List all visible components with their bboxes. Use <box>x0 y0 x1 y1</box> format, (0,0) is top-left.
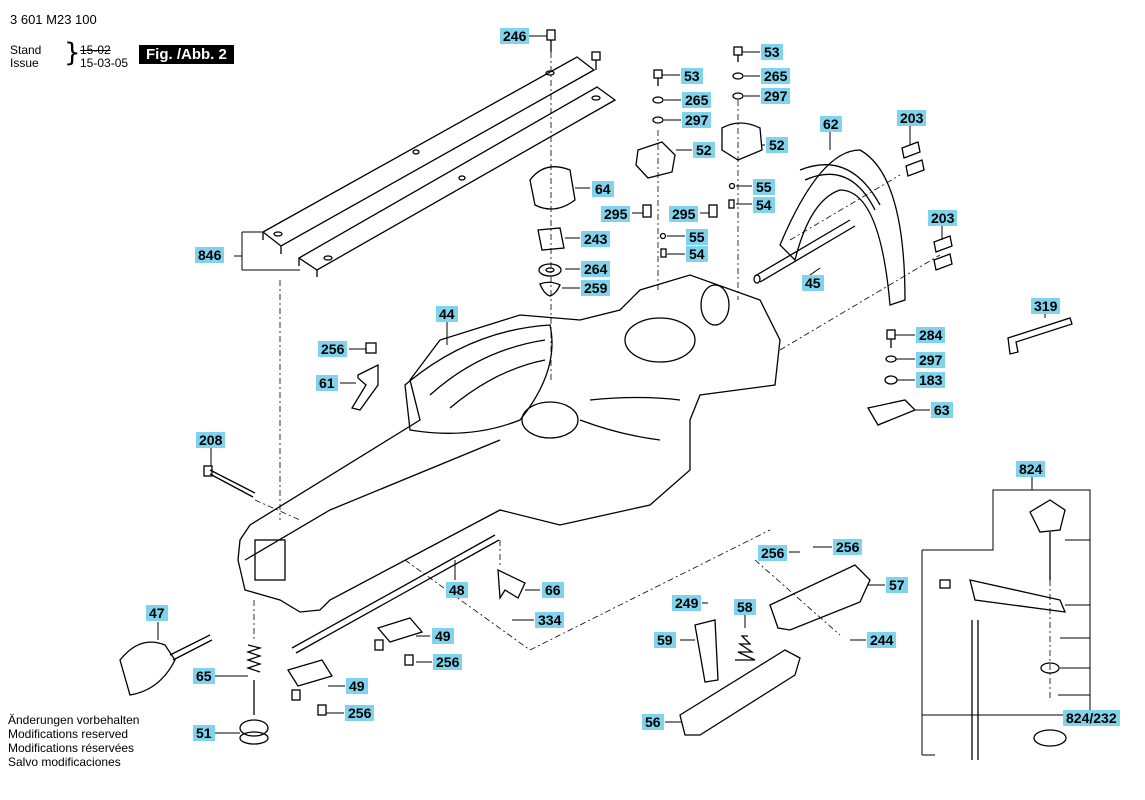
callout-297: 297 <box>916 352 946 368</box>
bracket-parts <box>635 122 763 179</box>
callout-62: 62 <box>820 116 842 132</box>
knob-47-part <box>119 634 213 696</box>
callout-54: 54 <box>753 197 775 213</box>
callout-52: 52 <box>766 137 788 153</box>
callout-256: 256 <box>433 654 463 670</box>
extension-57-part <box>769 564 871 631</box>
callout-56: 56 <box>642 714 664 730</box>
callout-265: 265 <box>761 68 791 84</box>
callout-54: 54 <box>686 246 708 262</box>
callout-52: 52 <box>693 142 715 158</box>
callout-256: 256 <box>345 705 375 721</box>
stand-value: 15-02 <box>80 43 111 57</box>
cap-nut-parts <box>529 166 576 297</box>
bevel-scale-part <box>779 149 906 306</box>
footer-line: Salvo modificaciones <box>8 755 121 769</box>
footer-line: Änderungen vorbehalten <box>8 713 140 727</box>
callout-249: 249 <box>672 595 702 611</box>
callout-44: 44 <box>436 306 458 322</box>
footer-line: Modifications réservées <box>8 741 135 755</box>
callout-51: 51 <box>193 725 215 741</box>
callout-55: 55 <box>686 229 708 245</box>
spring-knob-part <box>239 644 269 745</box>
callout-48: 48 <box>446 582 468 598</box>
callout-246: 246 <box>500 28 530 44</box>
callout-256: 256 <box>318 341 348 357</box>
callout-57: 57 <box>886 577 908 593</box>
callout-66: 66 <box>542 582 564 598</box>
callout-295: 295 <box>601 206 631 222</box>
bracket-61-part <box>350 363 379 411</box>
callout-265: 265 <box>682 92 712 108</box>
callout-243: 243 <box>581 231 611 247</box>
fence-bar-part <box>261 56 617 277</box>
footer-line: Modifications reserved <box>8 727 129 741</box>
clamp-49-parts <box>286 617 424 716</box>
callout-49: 49 <box>432 628 454 644</box>
callout-55: 55 <box>753 179 775 195</box>
rod-part <box>753 219 856 284</box>
callout-53: 53 <box>761 44 783 60</box>
callout-61: 61 <box>316 375 338 391</box>
callout-824: 824 <box>1016 461 1046 477</box>
callout-58: 58 <box>734 599 756 615</box>
callout-45: 45 <box>802 275 824 291</box>
clamp-lever-part <box>866 399 917 426</box>
bracket-59-part <box>694 619 719 683</box>
callout-63: 63 <box>931 402 953 418</box>
callout-264: 264 <box>581 261 611 277</box>
callout-297: 297 <box>682 112 712 128</box>
footer-notes: Änderungen vorbehalten Modifications res… <box>8 713 139 769</box>
callout-47: 47 <box>146 605 168 621</box>
extension-56-part <box>679 649 801 736</box>
callout-259: 259 <box>581 280 611 296</box>
callout-284: 284 <box>916 327 946 343</box>
brace-glyph: } <box>64 38 81 68</box>
callout-295: 295 <box>669 206 699 222</box>
document-code: 3 601 M23 100 <box>10 12 97 27</box>
issue-row: Issue <box>10 57 39 70</box>
bolt-208-part <box>203 465 256 498</box>
callout-208: 208 <box>196 432 226 448</box>
small-fastener-parts <box>365 29 953 385</box>
callout-319: 319 <box>1031 298 1061 314</box>
bracket-66-part <box>497 568 526 601</box>
figure-label: Fig. /Abb. 2 <box>139 45 234 64</box>
callout-65: 65 <box>193 668 215 684</box>
spring-58-part <box>735 635 756 661</box>
stand-row: Stand <box>10 44 41 57</box>
callout-244: 244 <box>867 632 897 648</box>
hex-key-part <box>1007 317 1073 355</box>
stop-assembly-part <box>939 499 1067 760</box>
callout-297: 297 <box>761 88 791 104</box>
saw-base-part <box>237 274 781 613</box>
callout-64: 64 <box>592 181 614 197</box>
callout-846: 846 <box>195 247 225 263</box>
callout-53: 53 <box>681 68 703 84</box>
issue-label: Issue <box>10 56 39 70</box>
callout-256: 256 <box>758 545 788 561</box>
callout-256: 256 <box>833 539 863 555</box>
callout-49: 49 <box>346 678 368 694</box>
callout-334: 334 <box>535 612 565 628</box>
callout-183: 183 <box>916 372 946 388</box>
rod-48-part <box>291 534 500 654</box>
callout-203: 203 <box>928 210 958 226</box>
issue-value: 15-03-05 <box>80 56 129 70</box>
callout-59: 59 <box>654 632 676 648</box>
callout-824-232: 824/232 <box>1063 710 1120 726</box>
stand-label: Stand <box>10 43 42 57</box>
callout-203: 203 <box>897 110 927 126</box>
